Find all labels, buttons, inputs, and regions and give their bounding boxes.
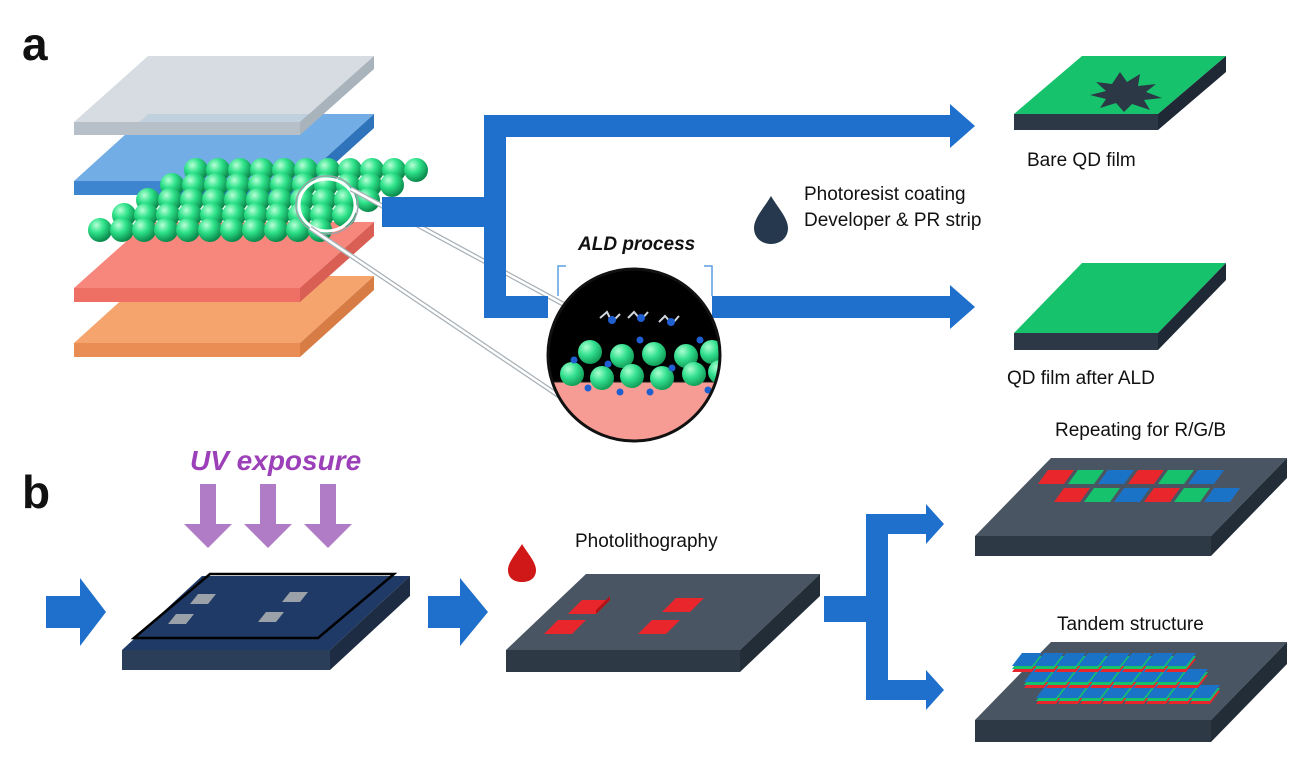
tandem-pixel-layer [1112, 669, 1142, 682]
ald-quantum-dot [650, 366, 674, 390]
ald-precursor-dot [636, 336, 644, 344]
tandem-pixel-layer [1034, 653, 1064, 666]
tandem-pixel-layer [1178, 669, 1208, 682]
ald-precursor-dot [604, 360, 612, 368]
repeating-rgb-label: Repeating for R/G/B [1055, 420, 1226, 441]
ald-precursor-dot [584, 384, 592, 392]
magnifier-ring [297, 177, 357, 233]
ald-precursor-dot [696, 336, 704, 344]
tandem-pixel-layer [1146, 685, 1176, 698]
quantum-dot [404, 158, 428, 182]
photomask [130, 572, 398, 640]
quantum-dot [380, 173, 404, 197]
ald-quantum-dot [642, 342, 666, 366]
photoresist-line1: Photoresist coating [804, 184, 966, 205]
ald-quantum-dot [560, 362, 584, 386]
rgb-pixel [1158, 470, 1194, 484]
quantum-dot [176, 218, 200, 242]
rgb-pixel [1144, 488, 1180, 502]
rgb-pixel [1098, 470, 1134, 484]
ald-precursor-dot [646, 388, 654, 396]
defect-star [1090, 72, 1162, 112]
quantum-dot [220, 218, 244, 242]
tandem-pixel-layer [1156, 669, 1186, 682]
tandem-pixel-layer [1122, 653, 1152, 666]
uv-exposure-label: UV exposure [190, 445, 361, 476]
quantum-dot [242, 218, 266, 242]
rgb-pixel [1188, 470, 1224, 484]
tandem-pixel-layer [1058, 685, 1088, 698]
branch-arrows-a [382, 104, 975, 329]
tandem-pixel-layer [1190, 685, 1220, 698]
rgb-substrate [975, 458, 1287, 556]
tandem-structure-label: Tandem structure [1057, 614, 1204, 635]
tandem-pixel-layer [1068, 669, 1098, 682]
ald-precursor-dot [570, 356, 578, 364]
droplet-icon [754, 196, 788, 244]
uv-arrows [184, 484, 352, 548]
input-arrow [46, 578, 106, 646]
ald-precursor-dot [616, 388, 624, 396]
ald-bracket [557, 265, 713, 296]
ald-process-label: ALD process [577, 234, 695, 255]
rgb-pixel [1204, 488, 1240, 502]
bare-qd-film-label: Bare QD film [1027, 150, 1136, 171]
grey-layer [74, 56, 374, 122]
tandem-pixel-layer [1166, 653, 1196, 666]
quantum-dot [132, 218, 156, 242]
tandem-pixel-layer [1100, 653, 1130, 666]
ald-quantum-dot [620, 364, 644, 388]
tandem-pixel-layer [1090, 669, 1120, 682]
rgb-pixel [1114, 488, 1150, 502]
ald-quantum-dot [590, 366, 614, 390]
tandem-pixel-layer [1134, 669, 1164, 682]
quantum-dot [110, 218, 134, 242]
tandem-pixel-layer [1168, 685, 1198, 698]
ald-quantum-dot [674, 344, 698, 368]
mask-substrate [122, 572, 410, 670]
rgb-pixel [1128, 470, 1164, 484]
quantum-dot [154, 218, 178, 242]
rgb-pixel [1174, 488, 1210, 502]
rgb-pixel [1038, 470, 1074, 484]
tandem-pixel-layer [1024, 669, 1054, 682]
ald-quantum-dot [700, 340, 720, 364]
ald-quantum-dot [682, 362, 706, 386]
branch-arrows-b [824, 504, 944, 710]
ald-qd-film-tile [1014, 263, 1226, 350]
ald-precursor-dot [668, 364, 676, 372]
tandem-pixel-layer [1046, 669, 1076, 682]
tandem-pixel-layer [1056, 653, 1086, 666]
process-arrow [428, 578, 488, 646]
panel-letter-b: b [22, 466, 50, 518]
panel-letter-a: a [22, 18, 48, 70]
tandem-pixel-layer [1078, 653, 1108, 666]
ald-quantum-dot [610, 344, 634, 368]
red-droplet-icon [508, 544, 536, 582]
ald-circle [546, 267, 722, 443]
bare-qd-film-tile [1014, 56, 1226, 130]
photoresist-line2: Developer & PR strip [804, 210, 981, 231]
quantum-dot [198, 218, 222, 242]
patterned-substrate [506, 574, 820, 672]
rgb-pixel [1084, 488, 1120, 502]
tandem-pixel-layer [1080, 685, 1110, 698]
rgb-pixel [1068, 470, 1104, 484]
tandem-pixel-layer [1102, 685, 1132, 698]
quantum-dot [264, 218, 288, 242]
tandem-substrate [975, 642, 1287, 742]
quantum-dot [88, 218, 112, 242]
photolithography-label: Photolithography [575, 531, 718, 552]
ald-precursor-dot [704, 386, 712, 394]
tandem-pixel-layer [1036, 685, 1066, 698]
quantum-dot-layer [88, 158, 428, 242]
rgb-pixel [1054, 488, 1090, 502]
tandem-pixel-layer [1124, 685, 1154, 698]
ald-quantum-dot [578, 340, 602, 364]
ald-quantum-dot [708, 360, 720, 384]
qd-film-after-ald-label: QD film after ALD [1007, 368, 1155, 389]
tandem-pixel-layer [1144, 653, 1174, 666]
tandem-pixel-layer [1012, 653, 1042, 666]
